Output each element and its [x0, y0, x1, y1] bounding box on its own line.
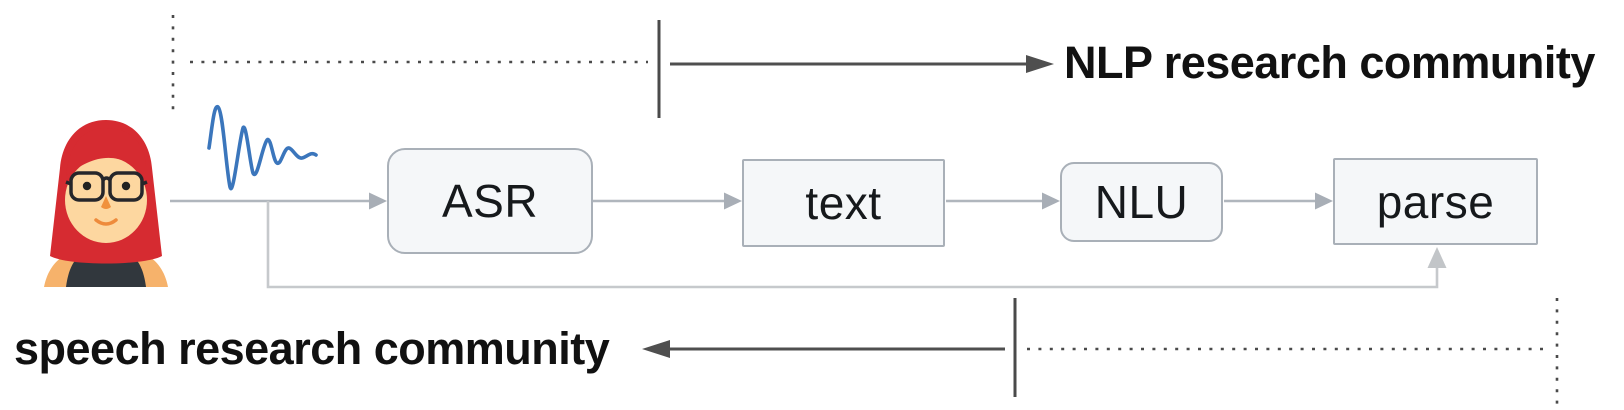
node-text-label: text	[805, 177, 882, 229]
node-asr: ASR	[387, 148, 593, 254]
nlp-community-arrow	[670, 55, 1054, 73]
text-to-nlu-arrow	[946, 192, 1060, 210]
speech-community-label: speech research community	[14, 323, 610, 374]
nlu-to-parse-arrow	[1224, 192, 1333, 210]
audio-waveform-icon	[207, 105, 318, 191]
node-nlu-label: NLU	[1094, 176, 1189, 228]
nlp-community-label: NLP research community	[1064, 37, 1595, 88]
arrowhead-icon	[1042, 192, 1060, 210]
arrow-left-icon	[642, 340, 670, 358]
speech-community-arrow	[642, 340, 1005, 358]
speaker-to-asr-arrow	[170, 192, 387, 210]
node-parse: parse	[1333, 158, 1538, 245]
arrowhead-up-icon	[1427, 247, 1447, 268]
node-asr-label: ASR	[441, 175, 539, 227]
arrowhead-icon	[1315, 192, 1333, 210]
glasses-icon	[65, 171, 148, 202]
node-parse-label: parse	[1376, 175, 1495, 228]
person-avatar-icon	[44, 120, 168, 287]
node-nlu: NLU	[1060, 162, 1223, 242]
arrow-right-icon	[1026, 55, 1054, 73]
asr-to-text-arrow	[593, 192, 742, 210]
arrowhead-icon	[369, 192, 387, 210]
node-text: text	[742, 159, 945, 247]
speaker-to-parse-feedback-arrow	[266, 201, 1447, 289]
arrowhead-icon	[724, 192, 742, 210]
